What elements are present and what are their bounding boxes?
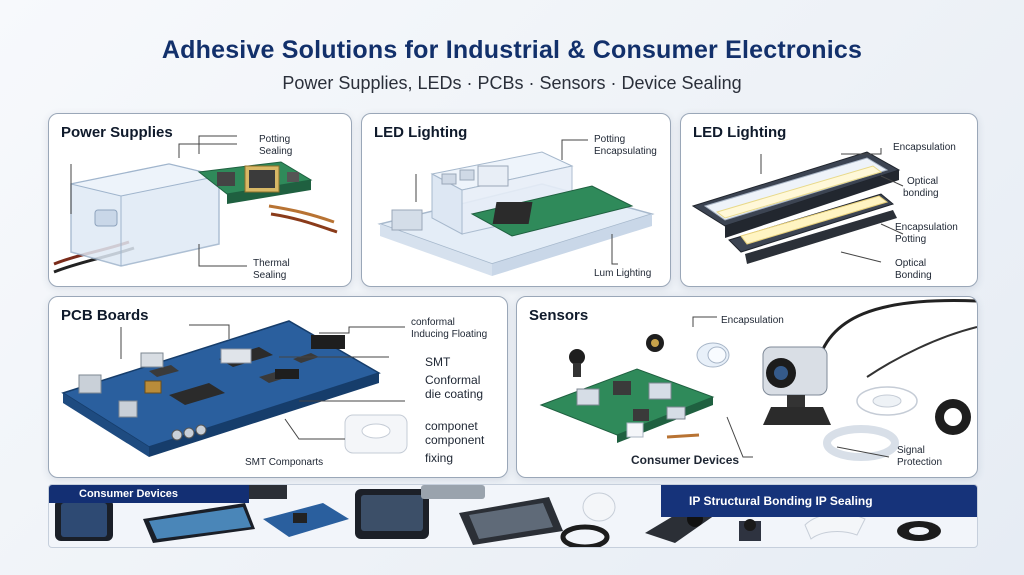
band-label-right-bar bbox=[661, 485, 977, 517]
label-thermal-sealing: Sealing bbox=[253, 270, 287, 281]
panel-pcb-boards: PCB Boards conformal Inducing Floating S… bbox=[48, 296, 508, 478]
label-fixing: fixing bbox=[425, 451, 454, 465]
label-component: component bbox=[425, 433, 485, 447]
page-title: Adhesive Solutions for Industrial & Cons… bbox=[161, 36, 863, 64]
led-strip-illustration bbox=[691, 148, 904, 264]
band-label-left-bar bbox=[49, 485, 249, 503]
panel-title-led-lighting-2: LED Lighting bbox=[693, 124, 787, 141]
panel-led-lighting-2: LED Lighting Encapsulation Optical bondi… bbox=[680, 113, 978, 287]
band-consumer-devices-label: Consumer Devices bbox=[79, 488, 179, 500]
label-encapsulation: Encapsulation bbox=[893, 142, 956, 153]
label-encapsulation-2: Encapsulation bbox=[895, 222, 958, 233]
label-protection: Protection bbox=[897, 457, 943, 468]
panel-led-lighting-1: LED Lighting Potting Encapsulating Lum L… bbox=[361, 113, 671, 287]
label-componet: componet bbox=[425, 419, 478, 433]
pcb-board-illustration bbox=[61, 320, 408, 457]
label-potting: Potting bbox=[259, 134, 291, 145]
label-bonding-1: bonding bbox=[903, 188, 939, 199]
led-module-illustration bbox=[377, 139, 655, 276]
label-led1-potting: Potting bbox=[594, 134, 626, 145]
label-consumer-devices: Consumer Devices bbox=[631, 453, 740, 467]
label-led1-encapsulating: Encapsulating bbox=[594, 146, 657, 157]
label-sensors-encapsulation: Encapsulation bbox=[721, 315, 784, 326]
panel-title-pcb-boards: PCB Boards bbox=[61, 307, 149, 324]
devices-band: Consumer Devices IP Structural Bonding I… bbox=[48, 484, 978, 548]
panel-title-led-lighting-1: LED Lighting bbox=[374, 124, 468, 141]
label-potting-2: Potting bbox=[895, 234, 927, 245]
devices-band-illustration bbox=[55, 485, 941, 547]
label-conformal: conformal bbox=[411, 317, 455, 328]
label-bonding-2: Bonding bbox=[895, 270, 932, 281]
label-thermal: Thermal bbox=[253, 258, 290, 269]
label-conformal-2: Conformal bbox=[425, 373, 481, 387]
label-led1-lum-lighting: Lum Lighting bbox=[594, 268, 652, 279]
panel-power-supplies: Power Supplies Potting Sealing Thermal S… bbox=[48, 113, 352, 287]
label-smt: SMT bbox=[425, 355, 451, 369]
sensors-illustration bbox=[539, 299, 977, 461]
label-inducing-floating: Inducing Floating bbox=[411, 329, 488, 340]
label-optical-2: Optical bbox=[895, 258, 927, 269]
label-signal: Signal bbox=[897, 445, 925, 456]
label-smt-components: SMT Componarts bbox=[245, 457, 324, 468]
label-optical-1: Optical bbox=[907, 176, 939, 187]
label-die-coating: die coating bbox=[425, 387, 484, 401]
label-sealing: Sealing bbox=[259, 146, 293, 157]
panel-title-power-supplies: Power Supplies bbox=[61, 124, 173, 141]
panel-sensors: Sensors Encapsulation Consumer Devices S… bbox=[516, 296, 978, 478]
band-ip-bonding-sealing-label: IP Structural Bonding IP Sealing bbox=[689, 494, 873, 508]
page-subtitle: Power Supplies, LEDs · PCBs · Sensors · … bbox=[282, 73, 742, 93]
power-supply-illustration bbox=[53, 135, 338, 274]
panel-title-sensors: Sensors bbox=[529, 307, 589, 324]
